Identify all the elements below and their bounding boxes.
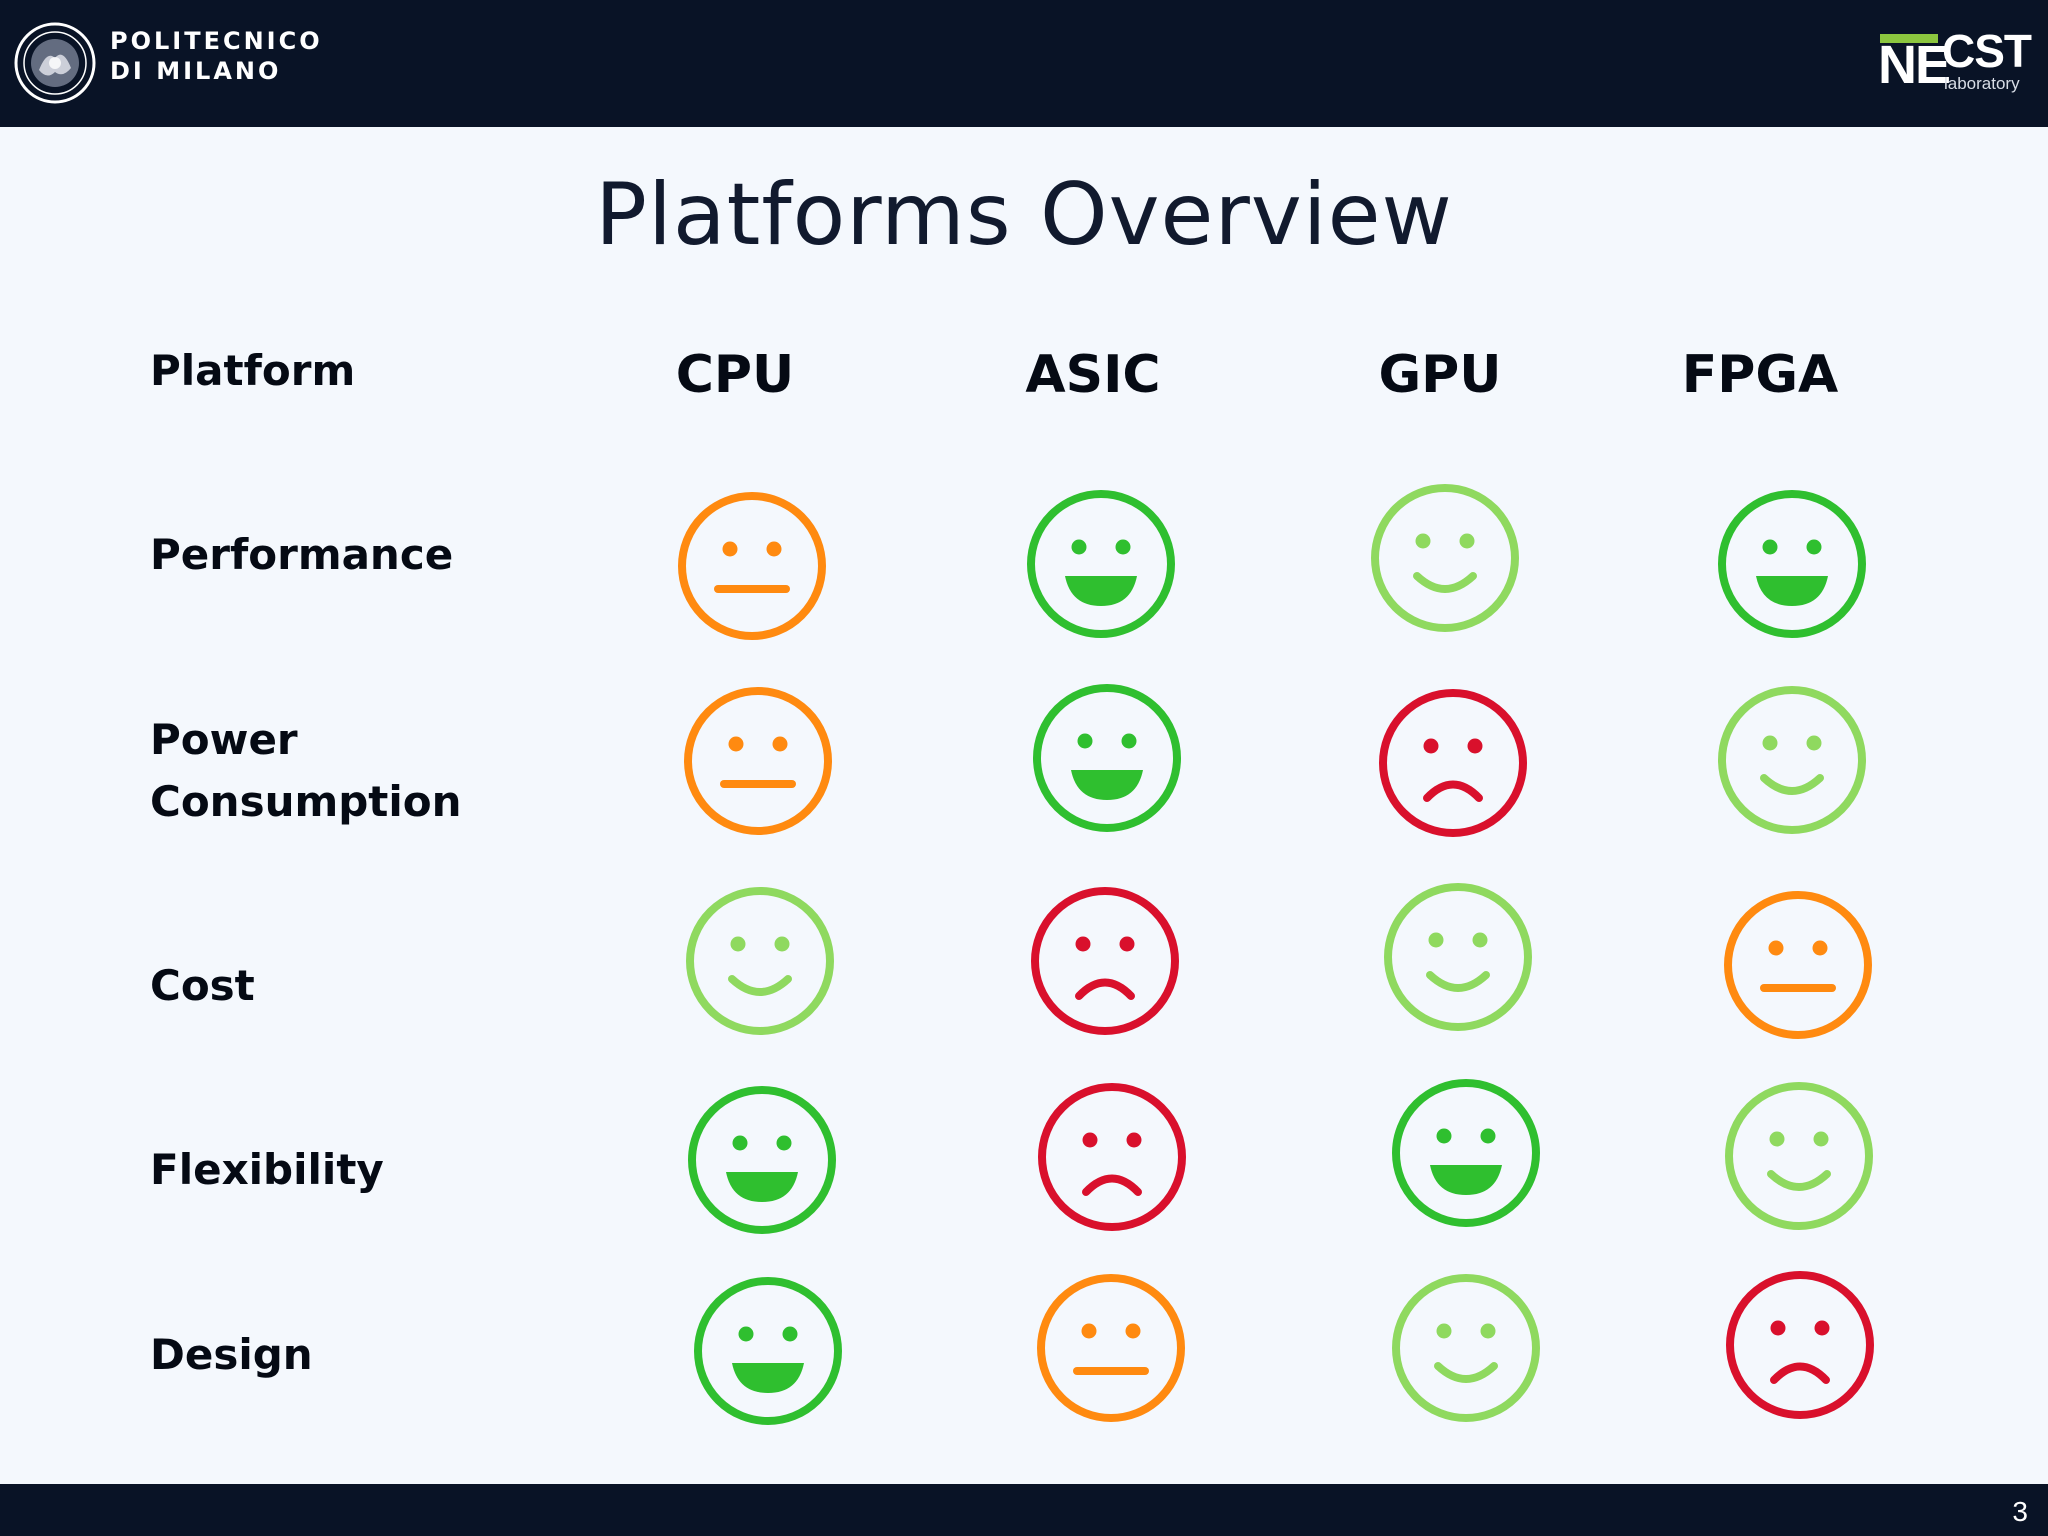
happy-face-icon <box>1392 1274 1540 1422</box>
neutral-face-icon <box>1724 891 1872 1039</box>
row-label-cost: Cost <box>150 955 530 1017</box>
neutral-face-icon <box>678 492 826 640</box>
row-header-platform: Platform <box>150 346 356 395</box>
very-happy-face-icon <box>694 1277 842 1425</box>
university-name-line1: POLITECNICO <box>110 27 323 55</box>
sad-face-icon <box>1031 887 1179 1035</box>
lab-logo: NE CST laboratory <box>1878 25 2032 98</box>
sad-face-icon <box>1038 1083 1186 1231</box>
university-seal-icon <box>14 22 96 104</box>
lab-logo-caption: laboratory <box>1944 74 2020 93</box>
footer-bar: 3 <box>0 1484 2048 1536</box>
column-header-cpu: CPU <box>675 345 795 405</box>
column-header-gpu: GPU <box>1378 345 1502 405</box>
row-label-line1: Flexibility <box>150 1145 384 1194</box>
row-label-line1: Power <box>150 715 298 764</box>
neutral-face-icon <box>684 687 832 835</box>
header-bar: POLITECNICO DI MILANO NE CST laboratory <box>0 0 2048 127</box>
neutral-face-icon <box>1037 1274 1185 1422</box>
sad-face-icon <box>1379 689 1527 837</box>
row-label-flexibility: Flexibility <box>150 1139 530 1201</box>
happy-face-icon <box>1384 883 1532 1031</box>
very-happy-face-icon <box>688 1086 836 1234</box>
university-name: POLITECNICO DI MILANO <box>110 26 323 86</box>
university-name-line2: DI MILANO <box>110 57 282 85</box>
row-label-line1: Design <box>150 1330 313 1379</box>
column-header-fpga: FPGA <box>1681 345 1839 405</box>
row-label-performance: Performance <box>150 524 530 586</box>
slide-title: Platforms Overview <box>595 165 1453 265</box>
very-happy-face-icon <box>1033 684 1181 832</box>
column-header-asic: ASIC <box>1025 345 1161 405</box>
row-label-line1: Cost <box>150 961 255 1010</box>
row-label-line1: Performance <box>150 530 454 579</box>
sad-face-icon <box>1726 1271 1874 1419</box>
row-label-design: Design <box>150 1324 530 1386</box>
happy-face-icon <box>1718 686 1866 834</box>
lab-logo-accent-bar <box>1880 34 1938 43</box>
very-happy-face-icon <box>1392 1079 1540 1227</box>
happy-face-icon <box>1371 484 1519 632</box>
row-label-power-consumption: Power Consumption <box>150 709 530 833</box>
happy-face-icon <box>1725 1082 1873 1230</box>
happy-face-icon <box>686 887 834 1035</box>
lab-logo-sub: CST <box>1942 25 2032 77</box>
very-happy-face-icon <box>1718 490 1866 638</box>
row-label-line2: Consumption <box>150 777 462 826</box>
page-number: 3 <box>2012 1496 2028 1527</box>
lab-logo-main: NE <box>1878 35 1951 95</box>
very-happy-face-icon <box>1027 490 1175 638</box>
